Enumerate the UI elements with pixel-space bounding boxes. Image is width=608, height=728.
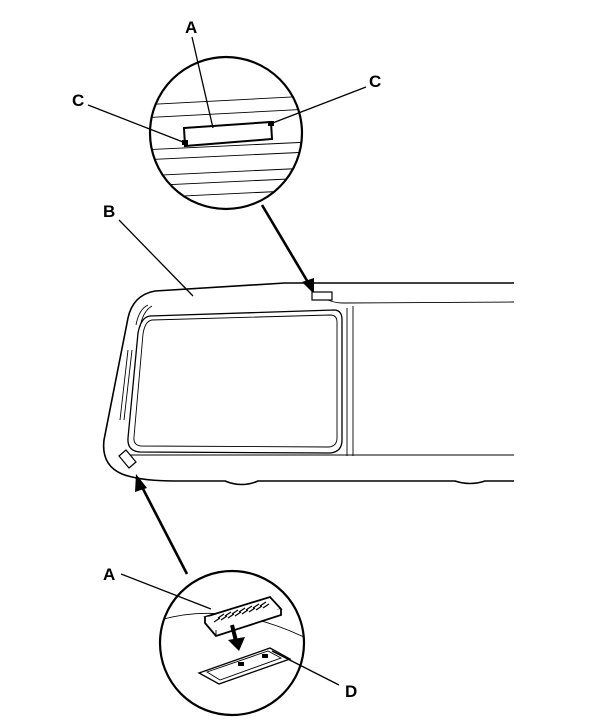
bottom-pointer-arrow: [135, 474, 189, 575]
install-arrow: [228, 624, 245, 651]
label-a-top: A: [185, 18, 197, 37]
top-leaders: [87, 36, 367, 143]
top-detail-inset: [148, 55, 304, 211]
light-location-bottom: [118, 449, 137, 469]
light-assembly-bottom: [203, 595, 283, 638]
top-pointer-arrow: [260, 204, 314, 294]
b-leader: [118, 219, 194, 297]
label-c-right: C: [369, 72, 381, 91]
label-d: D: [345, 682, 357, 701]
light-location-top: [311, 291, 333, 301]
light-lens-top: [182, 120, 274, 148]
bottom-leaders: [120, 573, 340, 686]
label-a-bottom: A: [103, 565, 115, 584]
bottom-detail-inset: [158, 569, 306, 717]
label-c-left: C: [72, 91, 84, 110]
mounting-opening: [197, 647, 292, 685]
headliner: [102, 282, 515, 486]
label-b: B: [103, 202, 115, 221]
